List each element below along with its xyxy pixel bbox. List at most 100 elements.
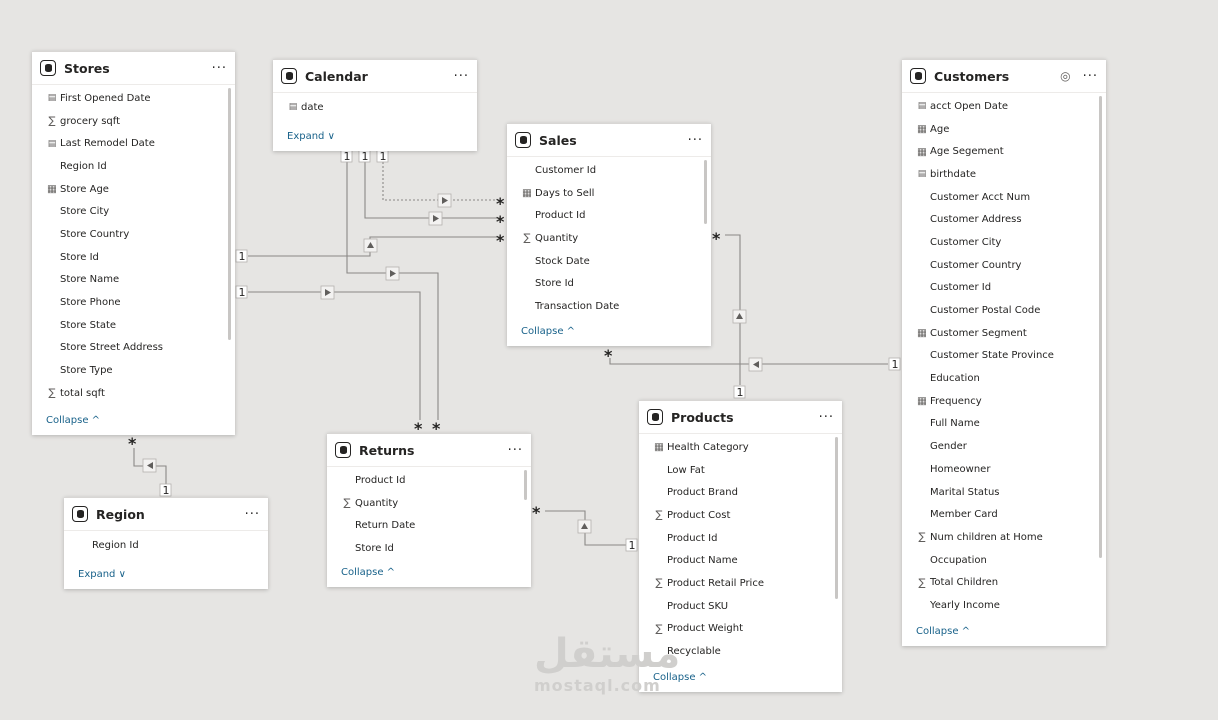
field-row[interactable]: Education [902, 367, 1106, 390]
field-row[interactable]: ▦Health Category [639, 436, 842, 459]
field-row[interactable]: Store Type [32, 359, 235, 382]
field-row[interactable]: Customer State Province [902, 345, 1106, 368]
field-row[interactable]: ▦Age Segement [902, 140, 1106, 163]
collapse-expand-toggle[interactable]: Expand ∨ [78, 568, 126, 580]
more-options-icon[interactable]: ··· [244, 506, 260, 522]
field-row[interactable]: ▦Age [902, 118, 1106, 141]
collapse-expand-toggle[interactable]: Collapse ^ [653, 671, 708, 683]
field-row[interactable]: ▤acct Open Date [902, 95, 1106, 118]
field-row[interactable]: Store Id [32, 246, 235, 269]
table-header[interactable]: Customers◎··· [902, 60, 1106, 93]
field-row[interactable]: ▦Days to Sell [507, 182, 711, 205]
field-row[interactable]: Recyclable [639, 640, 842, 663]
collapse-expand-toggle[interactable]: Collapse ^ [916, 625, 971, 637]
scrollbar[interactable] [1099, 96, 1102, 558]
table-card-customers[interactable]: Customers◎···▤acct Open Date▦Age▦Age Seg… [902, 59, 1106, 646]
field-row[interactable]: Low Fat [639, 459, 842, 482]
field-row[interactable]: ∑Product Cost [639, 504, 842, 527]
field-row[interactable]: Customer Acct Num [902, 186, 1106, 209]
table-header[interactable]: Returns··· [327, 434, 531, 467]
table-header[interactable]: Sales··· [507, 124, 711, 157]
field-row[interactable]: Customer Country [902, 254, 1106, 277]
field-row[interactable]: Transaction Date [507, 295, 711, 318]
more-options-icon[interactable]: ··· [687, 132, 703, 148]
field-row[interactable]: Yearly Income [902, 594, 1106, 617]
field-row[interactable]: ▤birthdate [902, 163, 1106, 186]
table-header[interactable]: Region··· [64, 498, 268, 531]
visibility-eye-icon[interactable]: ◎ [1060, 69, 1071, 83]
field-row[interactable]: ∑Product Weight [639, 618, 842, 641]
rel-stores-returns[interactable] [248, 291, 421, 420]
field-row[interactable]: Store Street Address [32, 337, 235, 360]
table-header[interactable]: Products··· [639, 401, 842, 434]
table-card-stores[interactable]: Stores···▤First Opened Date∑grocery sqft… [32, 51, 235, 435]
field-list[interactable]: ▤acct Open Date▦Age▦Age Segement▤birthda… [902, 93, 1106, 617]
field-list[interactable]: Region Id [64, 531, 268, 557]
field-row[interactable]: Customer Id [902, 277, 1106, 300]
collapse-expand-toggle[interactable]: Collapse ^ [46, 414, 101, 426]
more-options-icon[interactable]: ··· [211, 60, 227, 76]
field-row[interactable]: ∑Quantity [507, 227, 711, 250]
field-row[interactable]: Occupation [902, 549, 1106, 572]
more-options-icon[interactable]: ··· [453, 68, 469, 84]
field-row[interactable]: Customer Address [902, 208, 1106, 231]
field-row[interactable]: Store State [32, 314, 235, 337]
field-row[interactable]: Store Country [32, 223, 235, 246]
field-row[interactable]: ∑Product Retail Price [639, 572, 842, 595]
field-row[interactable]: Product Id [327, 469, 531, 492]
field-row[interactable]: Product SKU [639, 595, 842, 618]
table-header[interactable]: Calendar··· [273, 60, 477, 93]
field-row[interactable]: Region Id [32, 155, 235, 178]
field-row[interactable]: ▤First Opened Date [32, 87, 235, 110]
rel-products-sales[interactable] [725, 234, 741, 385]
field-row[interactable]: ▤Last Remodel Date [32, 132, 235, 155]
field-row[interactable]: ∑grocery sqft [32, 110, 235, 133]
field-row[interactable]: Stock Date [507, 250, 711, 273]
more-options-icon[interactable]: ··· [507, 442, 523, 458]
collapse-expand-toggle[interactable]: Collapse ^ [341, 566, 396, 578]
field-row[interactable]: ∑Num children at Home [902, 526, 1106, 549]
field-row[interactable]: ∑Quantity [327, 492, 531, 515]
field-row[interactable]: Region Id [64, 533, 268, 557]
collapse-expand-toggle[interactable]: Collapse ^ [521, 325, 576, 337]
field-row[interactable]: ▦Store Age [32, 178, 235, 201]
more-options-icon[interactable]: ··· [818, 409, 834, 425]
table-card-region[interactable]: Region···Region Id Expand ∨ [64, 497, 268, 589]
field-row[interactable]: Customer City [902, 231, 1106, 254]
field-row[interactable]: ▤date [273, 95, 477, 119]
field-row[interactable]: ∑total sqft [32, 382, 235, 405]
table-header[interactable]: Stores··· [32, 52, 235, 85]
collapse-expand-toggle[interactable]: Expand ∨ [287, 130, 335, 142]
rel-customers-sales[interactable] [609, 358, 888, 365]
more-options-icon[interactable]: ··· [1082, 68, 1098, 84]
field-row[interactable]: Store Phone [32, 291, 235, 314]
field-row[interactable]: Product Name [639, 549, 842, 572]
field-row[interactable]: Product Id [507, 204, 711, 227]
rel-calendar-returns[interactable] [346, 162, 439, 420]
field-row[interactable]: ∑Total Children [902, 571, 1106, 594]
field-row[interactable]: ▦Customer Segment [902, 322, 1106, 345]
field-row[interactable]: Product Brand [639, 481, 842, 504]
rel-calendar-sales-inactive[interactable] [382, 162, 500, 201]
field-list[interactable]: ▤date [273, 93, 477, 119]
field-row[interactable]: Product Id [639, 527, 842, 550]
field-row[interactable]: Store Id [507, 272, 711, 295]
field-row[interactable]: Return Date [327, 514, 531, 537]
field-row[interactable]: Gender [902, 435, 1106, 458]
field-row[interactable]: ▦Frequency [902, 390, 1106, 413]
rel-calendar-sales-1[interactable] [364, 162, 500, 219]
field-row[interactable]: Store Id [327, 537, 531, 560]
scrollbar[interactable] [228, 88, 231, 340]
field-row[interactable]: Customer Postal Code [902, 299, 1106, 322]
field-list[interactable]: ▤First Opened Date∑grocery sqft▤Last Rem… [32, 85, 235, 405]
field-row[interactable]: Homeowner [902, 458, 1106, 481]
field-row[interactable]: Customer Id [507, 159, 711, 182]
